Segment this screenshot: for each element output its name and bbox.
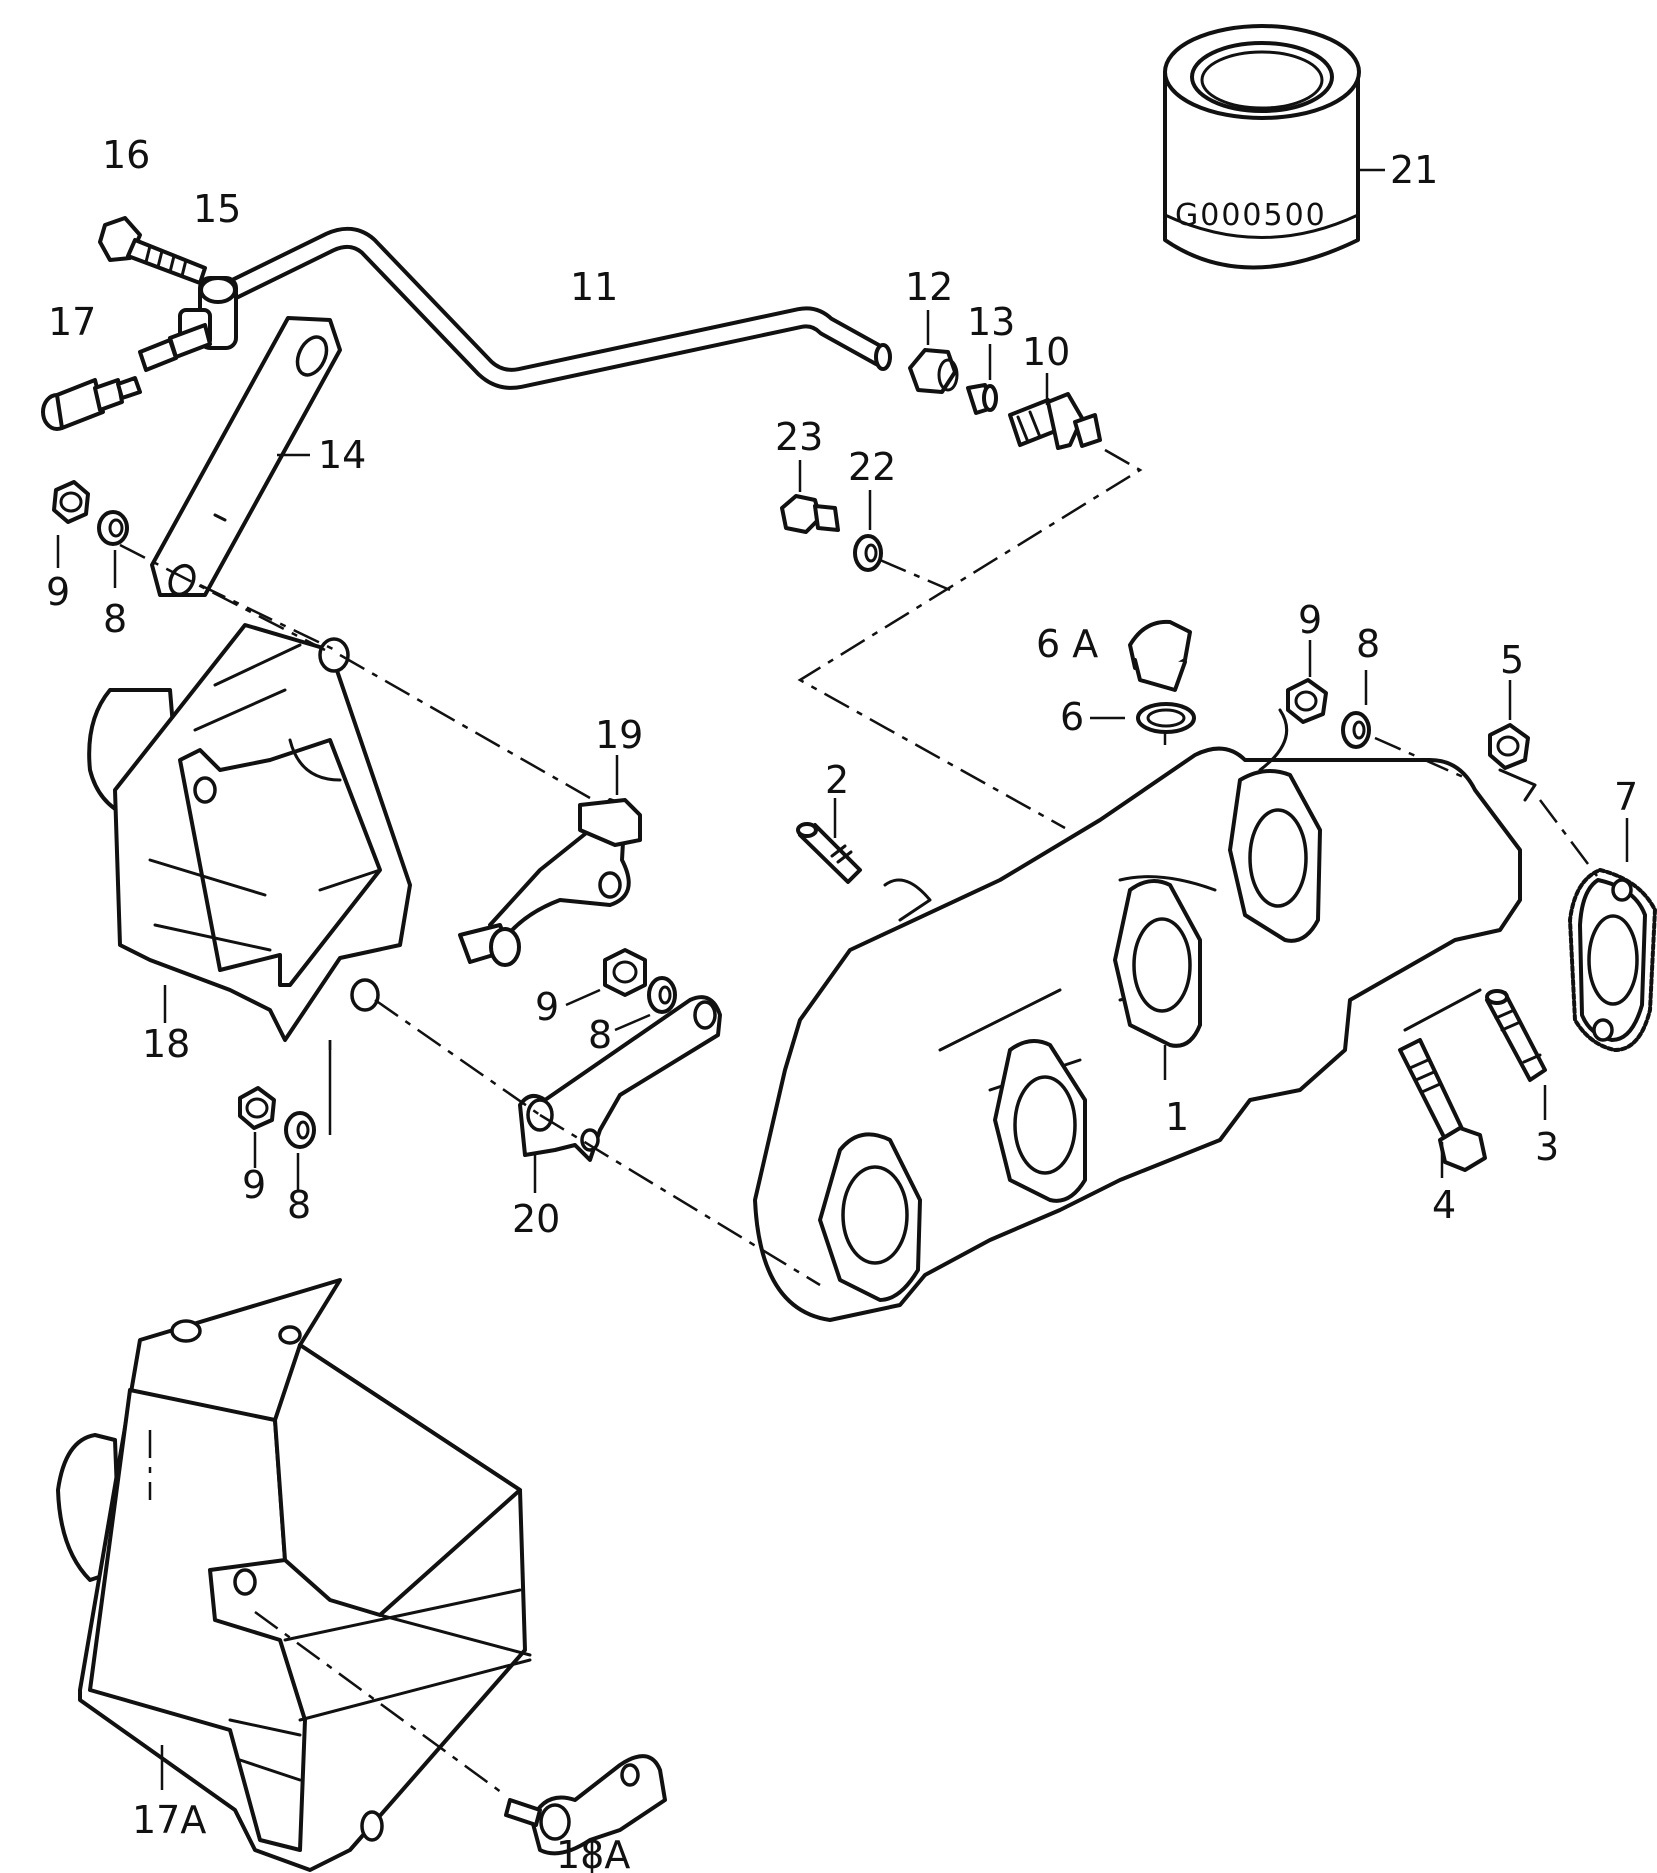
stud-part-2	[796, 822, 932, 922]
seal-ring-part-6	[1136, 702, 1196, 734]
washer-part-8	[284, 1111, 316, 1149]
callout-18a: 18A	[556, 1833, 630, 1873]
callout-1: 1	[1165, 1095, 1189, 1139]
callout-6a: 6 A	[1036, 622, 1098, 666]
bracket-part-20	[518, 995, 722, 1162]
callout-18: 18	[142, 1022, 190, 1066]
callout-16: 16	[102, 133, 150, 177]
nut-part-9	[238, 1086, 276, 1130]
callout-8-bracket: 8	[103, 597, 127, 641]
adapter-part-10	[1008, 392, 1102, 450]
filter-cartridge-part-21: G000500	[1163, 24, 1361, 270]
callout-8-middle: 8	[588, 1013, 612, 1057]
callout-2: 2	[825, 758, 849, 802]
callout-10: 10	[1022, 330, 1070, 374]
washer-part-8	[97, 510, 129, 546]
banjo-bolt-part-16	[98, 216, 207, 285]
washer-part-8	[647, 976, 677, 1014]
callout-13: 13	[967, 300, 1015, 344]
callout-22: 22	[848, 445, 896, 489]
gasket-part-7	[1568, 868, 1657, 1052]
callout-6: 6	[1060, 695, 1084, 739]
plug-part-6a	[1128, 619, 1192, 692]
heat-shield-part-18	[87, 623, 412, 1042]
callout-15: 15	[193, 187, 241, 231]
callout-4: 4	[1432, 1183, 1456, 1227]
bracket-part-18a	[504, 1754, 667, 1856]
heat-shield-part-17a	[56, 1278, 532, 1872]
olive-part-13	[966, 383, 998, 415]
bracket-part-14	[150, 316, 342, 597]
callout-19: 19	[595, 713, 643, 757]
washer-part-22	[853, 534, 883, 572]
callout-7: 7	[1614, 775, 1638, 819]
callout-17a: 17A	[132, 1798, 206, 1842]
nut-part-9	[52, 480, 90, 524]
callout-17: 17	[48, 300, 96, 344]
stud-part-3	[1485, 989, 1547, 1082]
callout-21: 21	[1390, 148, 1438, 192]
callout-23: 23	[775, 415, 823, 459]
nut-part-5	[1488, 723, 1530, 770]
callout-9-bracket: 9	[46, 570, 70, 614]
callout-11: 11	[570, 265, 618, 309]
callout-9-shield: 9	[242, 1163, 266, 1207]
callout-5: 5	[1500, 638, 1524, 682]
nut-part-9	[603, 948, 647, 997]
bolt-part-4	[1398, 988, 1487, 1172]
callout-12: 12	[905, 265, 953, 309]
bracket-part-19	[458, 798, 642, 967]
callout-9-manifold: 9	[1298, 598, 1322, 642]
bolt-part-23	[780, 494, 840, 534]
sender-unit-part-17	[41, 323, 212, 431]
washer-part-8	[1341, 711, 1371, 749]
callout-9-middle: 9	[535, 985, 559, 1029]
callout-3: 3	[1535, 1125, 1559, 1169]
callout-8-manifold: 8	[1356, 622, 1380, 666]
union-nut-part-12	[908, 348, 959, 394]
exhaust-manifold-part-1	[753, 708, 1522, 1322]
part-code-label: G000500	[1175, 198, 1327, 233]
callout-20: 20	[512, 1197, 560, 1241]
callout-14: 14	[318, 433, 366, 477]
nut-part-9	[1286, 678, 1328, 724]
callout-8-shield: 8	[287, 1183, 311, 1227]
